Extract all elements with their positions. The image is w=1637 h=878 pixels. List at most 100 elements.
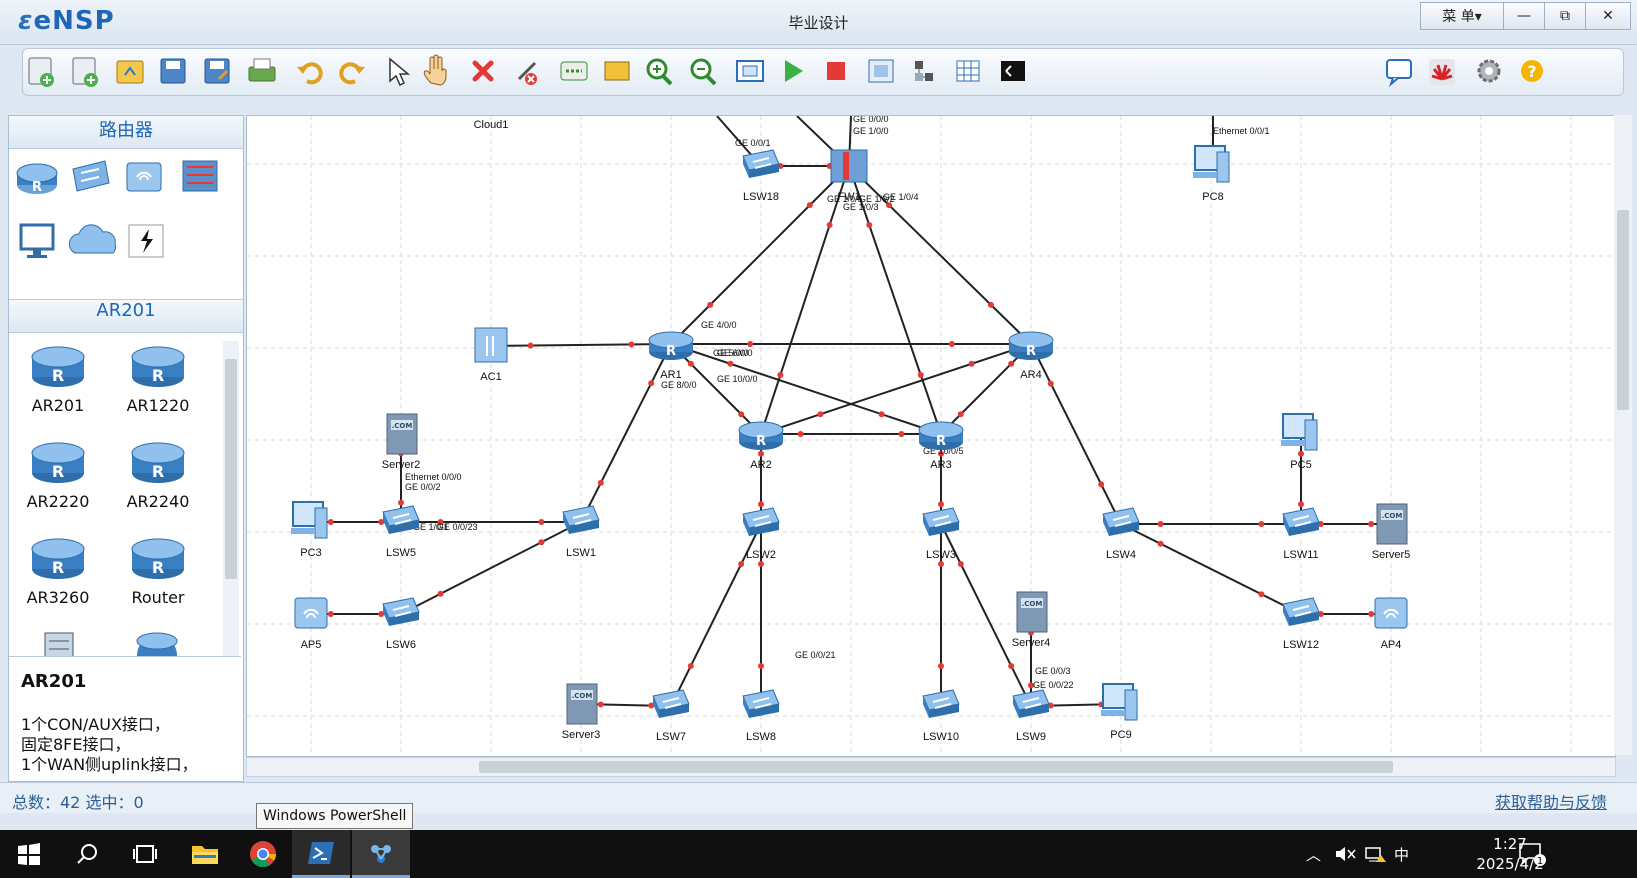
link-LSW4-LSW12[interactable]: [1120, 523, 1302, 615]
cloud-category-icon[interactable]: [68, 224, 117, 254]
scroll-thumb[interactable]: [225, 359, 237, 579]
close-button[interactable]: ✕: [1585, 2, 1631, 30]
ime-indicator[interactable]: 中: [1394, 845, 1410, 864]
device-pc9[interactable]: PC9: [1097, 682, 1145, 741]
volume-muted-icon[interactable]: [1335, 830, 1357, 878]
device-ar2240[interactable]: R AR2240: [113, 437, 203, 511]
scroll-thumb[interactable]: [479, 761, 1393, 773]
capture-icon[interactable]: [868, 59, 894, 83]
device-lsw10[interactable]: LSW10: [917, 684, 965, 743]
canvas-horizontal-scrollbar[interactable]: [246, 757, 1616, 777]
start-device-icon[interactable]: [785, 60, 803, 82]
device-lsw12[interactable]: LSW12: [1277, 592, 1325, 651]
stop-device-icon[interactable]: [827, 62, 845, 80]
grid-icon[interactable]: [956, 60, 980, 82]
device-lsw9[interactable]: LSW9: [1007, 684, 1055, 743]
link-AR1-AR3[interactable]: [670, 343, 942, 435]
device-ar1220[interactable]: R AR1220: [113, 341, 203, 415]
chrome-icon[interactable]: [234, 830, 292, 878]
device-router[interactable]: R Router: [113, 533, 203, 607]
menu-button[interactable]: 菜 单▾: [1420, 2, 1504, 30]
device-lsw8[interactable]: LSW8: [737, 684, 785, 743]
device-lsw7[interactable]: LSW7: [647, 684, 695, 743]
redo-icon[interactable]: [339, 62, 365, 85]
save-icon[interactable]: [160, 58, 186, 84]
ensp-icon[interactable]: [352, 830, 410, 878]
topology-icon[interactable]: [915, 61, 933, 81]
device-lsw5[interactable]: LSW5: [377, 500, 425, 559]
minimize-button[interactable]: —: [1503, 2, 1545, 30]
link-AR1-LSW1[interactable]: [580, 343, 672, 523]
fit-icon[interactable]: [736, 60, 764, 82]
device-pc8[interactable]: PC8: [1189, 144, 1237, 203]
undo-icon[interactable]: [297, 62, 323, 85]
zoom-in-icon[interactable]: [646, 58, 673, 86]
zoom-out-icon[interactable]: [690, 58, 717, 86]
maximize-button[interactable]: ⧉: [1544, 2, 1586, 30]
windows-start-icon[interactable]: [0, 830, 58, 878]
device-ap4[interactable]: AP4: [1367, 592, 1415, 651]
link-LSW2-LSW7[interactable]: [670, 523, 762, 707]
terminal-icon[interactable]: [1001, 61, 1025, 81]
device-ac1[interactable]: AC1: [467, 324, 515, 383]
link-AR1-AR2[interactable]: [670, 343, 762, 435]
rectangle-icon[interactable]: [604, 61, 630, 81]
search-icon[interactable]: [58, 830, 116, 878]
chat-icon[interactable]: [1386, 59, 1412, 88]
print-icon[interactable]: [248, 58, 276, 82]
canvas-vertical-scrollbar[interactable]: [1614, 115, 1632, 755]
device-ar3260[interactable]: R AR3260: [13, 533, 103, 607]
device-lsw11[interactable]: LSW11: [1277, 502, 1325, 561]
text-icon[interactable]: [560, 61, 588, 81]
pc-category-icon[interactable]: [19, 223, 55, 258]
huawei-icon[interactable]: [1429, 59, 1455, 85]
open-icon[interactable]: [116, 60, 144, 84]
link-AR4-AR3[interactable]: [940, 343, 1032, 435]
file-explorer-icon[interactable]: [176, 830, 234, 878]
switch-category-icon[interactable]: [72, 160, 110, 192]
topology-drawing[interactable]: GE 0/0/0GE 1/0/0GE 0/0/1GE 1/0/5Ethernet…: [247, 116, 1615, 756]
scroll-thumb[interactable]: [1617, 210, 1629, 410]
device-lsw2[interactable]: LSW2: [737, 502, 785, 561]
link-LSW3-LSW9[interactable]: [940, 523, 1032, 707]
link-FW-AR3[interactable]: [848, 165, 942, 435]
device-fw[interactable]: FW1: [825, 144, 873, 203]
tray-chevron-icon[interactable]: ︿: [1306, 845, 1322, 864]
powershell-icon[interactable]: [292, 830, 350, 878]
device-lsw1[interactable]: LSW1: [557, 500, 605, 559]
device-ap5[interactable]: AP5: [287, 592, 335, 651]
save-as-icon[interactable]: [204, 58, 230, 84]
help-icon[interactable]: ?: [1521, 60, 1543, 82]
link-FW-AR1[interactable]: [670, 165, 850, 345]
select-icon[interactable]: [389, 57, 411, 87]
device-lsw3[interactable]: LSW3: [917, 502, 965, 561]
link-FW-AR4[interactable]: [848, 165, 1032, 345]
task-view-icon[interactable]: [116, 830, 174, 878]
device-lsw6[interactable]: LSW6: [377, 592, 425, 651]
notification-icon[interactable]: 1: [1518, 830, 1546, 878]
link-AR4-LSW4[interactable]: [1030, 343, 1122, 525]
wireless-category-icon[interactable]: [126, 162, 162, 192]
link-category-icon[interactable]: [128, 224, 164, 258]
device-lsw4[interactable]: LSW4: [1097, 502, 1145, 561]
link-FW-AR2[interactable]: [760, 165, 850, 435]
device-lsw18[interactable]: LSW18: [737, 144, 785, 203]
delete-icon[interactable]: [472, 60, 494, 82]
settings-icon[interactable]: [1477, 59, 1501, 83]
link-AR4-AR2[interactable]: [760, 343, 1032, 435]
pan-hand-icon[interactable]: [423, 54, 447, 86]
device-cloud1[interactable]: Cloud1: [474, 119, 509, 131]
device-pc3[interactable]: PC3: [287, 500, 335, 559]
firewall-category-icon[interactable]: [182, 160, 218, 192]
device-ar2220[interactable]: R AR2220: [13, 437, 103, 511]
link-LSW1-LSW6[interactable]: [400, 521, 582, 615]
new-topology-icon[interactable]: [28, 57, 54, 87]
